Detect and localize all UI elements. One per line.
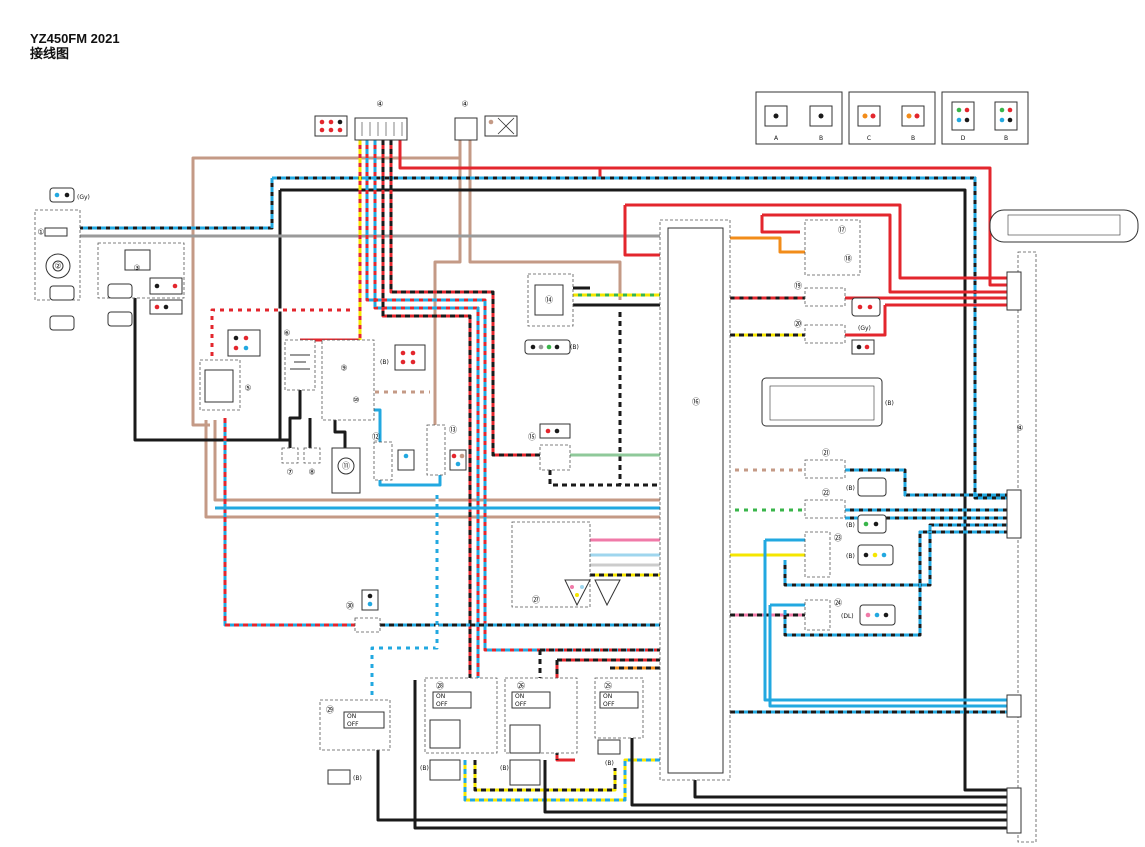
switch-25-off: OFF — [603, 701, 615, 708]
component-number: ㉚ — [346, 602, 354, 611]
component-number: ㉖ — [517, 682, 525, 691]
model-name: YZ450FM 2021 — [30, 31, 120, 46]
component-number: ㉗ — [532, 596, 540, 605]
component-numbers: ① ② ③ ④ ④ ④ ⑤ ⑥ ⑦ ⑧ ⑨ ⑩ ⑪ ⑫ ⑬ ⑭ ⑮ ⑯ ⑰ ⑱ … — [37, 100, 1023, 715]
legend-letter: B — [819, 135, 823, 142]
component-boxes — [34, 209, 1037, 843]
label-b-23: (B) — [846, 553, 855, 560]
switch-labels: ON OFF ON OFF ON OFF ON OFF — [343, 691, 639, 729]
component-number: ⑰ — [838, 226, 846, 235]
switch-28-off: OFF — [436, 701, 448, 708]
component-number: ㉒ — [822, 489, 830, 498]
switch-26-on: ON — [515, 693, 524, 700]
connectors — [49, 91, 1139, 834]
connector-color-labels: (Gy) (Gy) (B) (B) (B) (B) (B) (B) (DL) (… — [77, 194, 894, 782]
legend-letters: A B C B D B — [774, 135, 1008, 142]
component-number: ⑩ — [352, 396, 359, 405]
label-b-28: (B) — [420, 765, 429, 772]
label-gy-1: (Gy) — [77, 194, 90, 201]
legend-letter: D — [961, 135, 966, 142]
diagram-subtitle: 接线图 — [30, 46, 70, 61]
label-b-ecu: (B) — [885, 400, 894, 407]
label-gy-2: (Gy) — [858, 325, 871, 332]
component-number: ⑫ — [372, 433, 380, 442]
component-number: ⑤ — [244, 384, 251, 393]
component-number: ⑱ — [844, 255, 852, 264]
component-number: ㉓ — [834, 534, 842, 543]
component-number: ㉕ — [604, 682, 612, 691]
component-number: ㉙ — [326, 706, 334, 715]
legend-letter: A — [774, 135, 779, 142]
label-b-26: (B) — [500, 765, 509, 772]
component-number: ① — [37, 228, 44, 237]
label-b-21: (B) — [846, 485, 855, 492]
switch-28-on: ON — [436, 693, 445, 700]
component-number: ⑬ — [449, 426, 457, 435]
component-number: ⑨ — [340, 364, 347, 373]
label-b-25: (B) — [605, 760, 614, 767]
label-b-10: (B) — [380, 359, 389, 366]
label-b-22: (B) — [846, 522, 855, 529]
component-number: ㉔ — [834, 599, 842, 608]
component-number: ⑮ — [528, 433, 536, 442]
component-number: ⑳ — [794, 320, 802, 329]
component-number: ⑧ — [308, 468, 315, 477]
switch-29-on: ON — [347, 713, 356, 720]
switch-25-on: ON — [603, 693, 612, 700]
component-number: ② — [54, 262, 61, 271]
legend-letter: B — [911, 135, 915, 142]
component-number: ④ — [376, 100, 383, 109]
label-b-14: (B) — [570, 344, 579, 351]
component-number: ⑪ — [342, 462, 350, 471]
component-number: ④ — [1016, 424, 1023, 433]
legend-letter: B — [1004, 135, 1008, 142]
component-number: ⑯ — [692, 398, 700, 407]
component-number: ⑥ — [283, 329, 290, 338]
component-number: ⑭ — [545, 296, 553, 305]
component-number: ⑦ — [286, 468, 293, 477]
label-dl-24: (DL) — [841, 613, 854, 620]
component-number: ㉘ — [436, 682, 444, 691]
wire-harness — [72, 140, 1007, 830]
legend-letter: C — [867, 135, 871, 142]
switch-26-off: OFF — [515, 701, 527, 708]
diagram-title: YZ450FM 2021 接线图 — [30, 31, 120, 61]
component-number: ㉑ — [822, 449, 830, 458]
switch-29-off: OFF — [347, 721, 359, 728]
component-number: ④ — [461, 100, 468, 109]
label-b-29: (B) — [353, 775, 362, 782]
component-number: ③ — [133, 264, 140, 273]
component-number: ⑲ — [794, 282, 802, 291]
